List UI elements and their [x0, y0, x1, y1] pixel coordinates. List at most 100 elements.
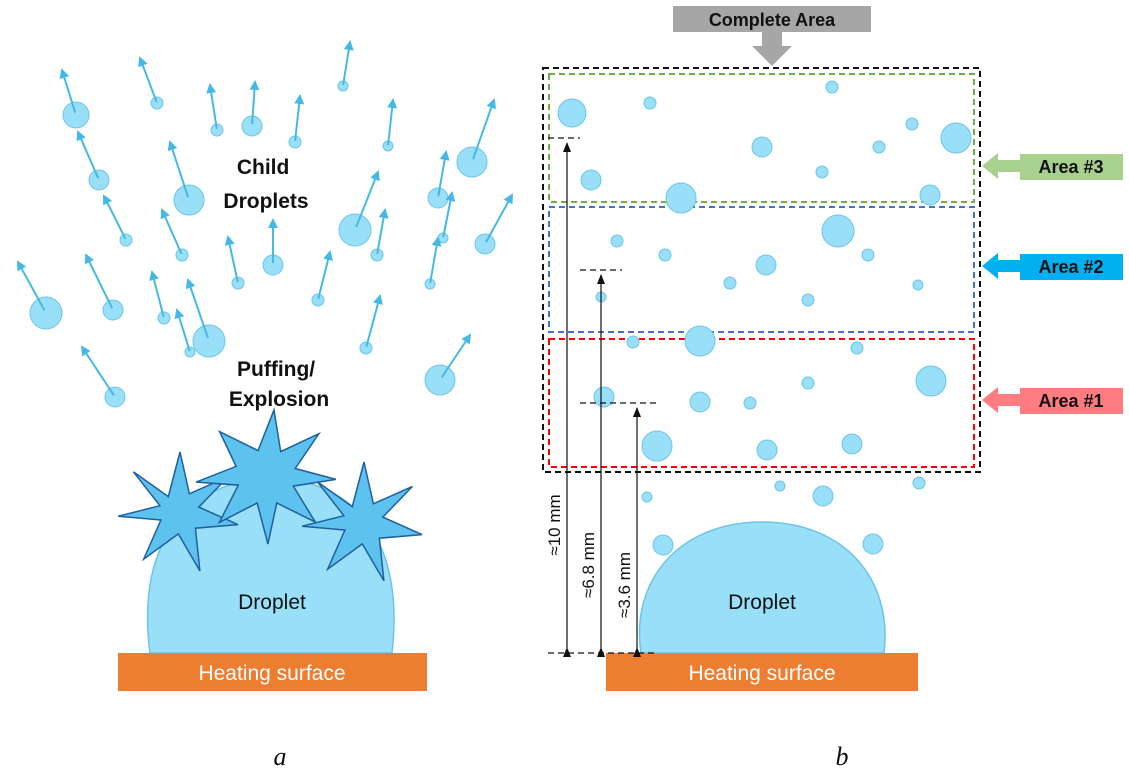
measured-droplet: [755, 254, 777, 276]
measured-droplet: [815, 165, 829, 179]
measured-droplet: [841, 433, 863, 455]
trajectory-arrow-icon: [185, 278, 209, 339]
measured-droplets-group: [557, 80, 972, 556]
child-droplet: [474, 233, 496, 255]
caption-b: b: [836, 742, 849, 771]
trajectory-arrow-icon: [59, 68, 77, 113]
measured-droplet: [641, 491, 653, 503]
complete-area-arrow-icon: [752, 32, 792, 66]
trajectory-arrow-icon: [76, 130, 100, 179]
measured-droplet: [658, 248, 672, 262]
trajectory-arrow-icon: [206, 83, 218, 129]
dim-68mm-label: ≈6.8 mm: [579, 532, 598, 598]
child-droplet: [104, 386, 126, 408]
explosion-star-icon: [195, 407, 337, 545]
area3-tag: [1020, 154, 1123, 180]
measured-droplet: [912, 279, 924, 291]
child-droplet: [184, 346, 196, 358]
measured-droplet: [652, 534, 674, 556]
child-droplets-label: Child Droplets: [223, 156, 308, 213]
explosion-star-icon: [302, 461, 423, 582]
heating-surface-label-b: Heating surface: [688, 662, 835, 685]
child-droplet: [338, 213, 372, 247]
area2-box: [548, 206, 975, 333]
trajectory-arrow-icon: [365, 294, 383, 348]
trajectory-arrow-icon: [317, 250, 333, 300]
area1-arrow-icon: [982, 387, 1020, 413]
trajectory-arrow-icon: [249, 80, 260, 125]
measured-droplet: [850, 341, 864, 355]
measured-droplet: [905, 117, 919, 131]
child-droplets-group: [17, 40, 513, 408]
area3-label: Area #3: [1038, 157, 1103, 177]
measured-droplet: [812, 485, 834, 507]
child-droplet: [29, 296, 63, 330]
measured-droplet: [689, 391, 711, 413]
trajectory-arrow-icon: [387, 98, 398, 146]
child-droplet: [456, 146, 488, 178]
measured-droplet: [723, 276, 737, 290]
child-droplet: [150, 96, 164, 110]
child-droplet: [427, 187, 449, 209]
measured-droplet: [861, 248, 875, 262]
child-droplet: [62, 101, 90, 129]
child-droplet: [192, 324, 226, 358]
panel-b: Complete Area Area #3 Area #2 Area #1 Dr…: [542, 6, 1123, 771]
trajectory-arrow-icon: [17, 260, 46, 311]
child-droplet: [173, 184, 205, 216]
trajectory-arrow-icon: [342, 40, 354, 86]
dim-10mm-label: ≈10 mm: [545, 494, 564, 555]
measured-droplet: [940, 122, 972, 154]
heating-surface-a: [118, 653, 427, 691]
measured-droplet: [665, 182, 697, 214]
measured-droplet: [580, 169, 602, 191]
trajectory-arrow-icon: [442, 191, 456, 238]
explosion-star-icon: [118, 451, 239, 572]
child-droplet: [175, 248, 189, 262]
measured-droplet: [774, 480, 786, 492]
area1-label: Area #1: [1038, 391, 1103, 411]
child-droplet: [88, 169, 110, 191]
child-droplet: [370, 248, 384, 262]
measured-droplet: [641, 430, 673, 462]
measured-droplet: [919, 184, 941, 206]
trajectory-arrow-icon: [437, 150, 450, 197]
measured-droplet: [610, 234, 624, 248]
complete-area-tag: [673, 6, 871, 32]
trajectory-arrow-icon: [174, 308, 191, 352]
child-droplet: [231, 276, 245, 290]
complete-area-box: [542, 67, 981, 473]
trajectory-arrow-icon: [85, 253, 114, 309]
measured-droplet: [684, 325, 716, 357]
area1-box: [548, 338, 975, 468]
trajectory-arrow-icon: [103, 194, 127, 240]
trajectory-arrow-icon: [485, 193, 513, 243]
measured-droplet: [872, 140, 886, 154]
caption-a: a: [274, 742, 287, 771]
heating-surface-label-a: Heating surface: [198, 662, 345, 685]
trajectory-arrow-icon: [149, 270, 165, 318]
child-droplet: [119, 233, 133, 247]
child-droplet: [102, 299, 124, 321]
measured-droplet: [626, 335, 640, 349]
droplet-label-a: Droplet: [238, 591, 306, 614]
area2-label: Area #2: [1038, 257, 1103, 277]
measured-droplet: [557, 98, 587, 128]
trajectory-arrow-icon: [355, 170, 380, 228]
measured-droplet: [643, 96, 657, 110]
trajectory-arrow-icon: [224, 235, 239, 283]
trajectory-arrow-icon: [160, 208, 183, 255]
puffing-explosion-label: Puffing/ Explosion: [229, 358, 329, 411]
trajectory-arrow-icon: [376, 208, 389, 254]
measured-droplet: [821, 214, 855, 248]
measured-droplet: [801, 293, 815, 307]
complete-area-label: Complete Area: [709, 10, 836, 30]
area3-arrow-icon: [982, 153, 1020, 179]
measured-droplet: [756, 439, 778, 461]
trajectory-arrow-icon: [472, 98, 497, 160]
area1-tag: [1020, 388, 1123, 414]
child-droplet: [311, 293, 325, 307]
trajectory-arrow-icon: [294, 94, 305, 141]
droplet-label-b: Droplet: [728, 591, 796, 614]
